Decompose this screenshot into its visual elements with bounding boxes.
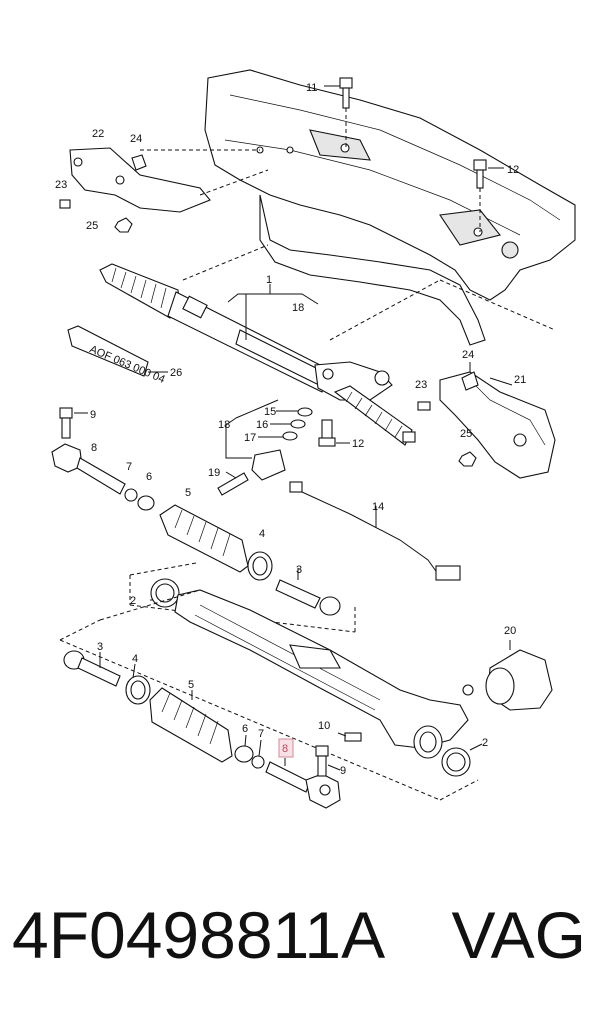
label-14: 14: [372, 501, 384, 513]
label-3-top: 3: [296, 564, 302, 576]
boot-5-upper: [159, 504, 273, 581]
label-4-top: 4: [259, 528, 265, 540]
clamp-4-lower: [125, 663, 151, 705]
bolt-12-top: [473, 159, 504, 232]
svg-text:AOF 063 000 04: AOF 063 000 04: [88, 343, 167, 386]
label-6-top: 6: [146, 471, 152, 483]
bolt-12-middle: [318, 419, 350, 447]
label-24-top: 24: [130, 133, 142, 145]
label-9-lower: 9: [340, 765, 346, 777]
rack-assembly-lower: [174, 589, 474, 759]
bolt-11: [324, 77, 353, 150]
label-5-top: 5: [185, 487, 191, 499]
label-6-lower: 6: [242, 723, 248, 735]
label-7-lower: 7: [258, 728, 264, 740]
label-4-lower: 4: [132, 653, 138, 665]
label-18-middle: 18: [218, 419, 230, 431]
label-16: 16: [256, 419, 268, 431]
label-22: 22: [92, 128, 104, 140]
bracket-21: [417, 362, 556, 479]
tie-rod-end-8-highlighted: [265, 745, 341, 809]
label-12-middle: 12: [352, 438, 364, 450]
label-12-top: 12: [507, 164, 519, 176]
label-15: 15: [264, 406, 276, 418]
inner-tie-rod-3-lower: [63, 650, 121, 687]
label-23-right: 23: [415, 379, 427, 391]
label-2-right: 2: [482, 737, 488, 749]
label-9-top: 9: [90, 409, 96, 421]
label-3-lower: 3: [97, 641, 103, 653]
label-2-left: 2: [130, 595, 136, 607]
bracket-22: [59, 147, 269, 233]
dashed-frame-lower: [59, 589, 479, 801]
sensor-cable-14: [289, 481, 461, 581]
label-11: 11: [306, 82, 317, 94]
label-19: 19: [208, 467, 220, 479]
label-26: 26: [170, 367, 182, 379]
tie-rod-end-upper: [51, 407, 155, 511]
footer: 4F0498811A VAG: [0, 880, 600, 1000]
seal-2-lower: [441, 743, 483, 777]
part-number: 4F0498811A: [12, 898, 386, 972]
brand-name: VAG: [451, 898, 586, 972]
label-5-lower: 5: [188, 679, 194, 691]
label-25-right: 25: [460, 428, 472, 440]
label-17: 17: [244, 432, 256, 444]
label-8-highlighted: 8: [282, 743, 288, 755]
grease-tube-26: AOF 063 000 04: [67, 325, 168, 386]
label-7-top: 7: [126, 461, 132, 473]
inner-tie-rod-3-upper: [150, 568, 341, 616]
label-23-top: 23: [55, 179, 67, 191]
label-8-top: 8: [91, 442, 97, 454]
part-labels: 11 12 22 24 23 25 1 18 26 24 21 23 25 9 …: [55, 82, 526, 777]
label-18-top: 18: [292, 302, 304, 314]
rack-assembly-top: [99, 244, 556, 446]
label-20: 20: [504, 625, 516, 637]
valve-seals: [217, 399, 313, 496]
label-10: 10: [318, 720, 330, 732]
clip-6-nut-7-lower: [234, 734, 265, 769]
highlight-box: [278, 738, 294, 758]
boot-5-lower: [149, 687, 233, 763]
steering-rack-exploded-diagram: AOF 063 000 04: [51, 69, 576, 809]
cover-20: [485, 640, 553, 711]
subframe: [204, 69, 576, 346]
label-1: 1: [266, 274, 272, 286]
label-25-top: 25: [86, 220, 98, 232]
label-21: 21: [514, 374, 526, 386]
label-24-right: 24: [462, 349, 474, 361]
